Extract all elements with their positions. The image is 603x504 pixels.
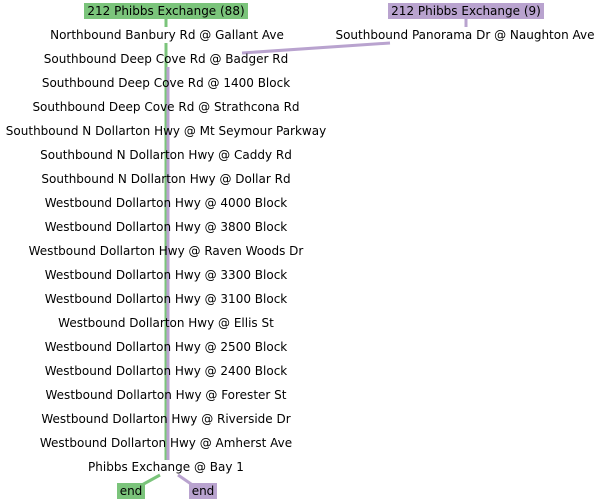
route-88-header-pill <box>84 3 248 19</box>
stop-label: Phibbs Exchange @ Bay 1 <box>88 460 244 474</box>
route-9-header: 212 Phibbs Exchange (9) <box>388 3 544 19</box>
route-9-header-label: 212 Phibbs Exchange (9) <box>391 4 541 18</box>
stop-label: Southbound Panorama Dr @ Naughton Ave <box>335 28 594 42</box>
route-9-edge-branch <box>241 41 391 55</box>
route-88-end: end <box>117 483 145 499</box>
stop-label: Southbound N Dollarton Hwy @ Caddy Rd <box>40 148 292 162</box>
stop-label: Westbound Dollarton Hwy @ Forester St <box>46 388 287 402</box>
route-9-header-pill <box>388 3 544 19</box>
route-9-end-label: end <box>192 484 215 498</box>
stop-label: Westbound Dollarton Hwy @ 2400 Block <box>45 364 288 378</box>
stop-label: Westbound Dollarton Hwy @ 3800 Block <box>45 220 288 234</box>
stop-label: Westbound Dollarton Hwy @ Raven Woods Dr <box>29 244 304 258</box>
stop-label: Westbound Dollarton Hwy @ 4000 Block <box>45 196 288 210</box>
stop-label: Southbound Deep Cove Rd @ Badger Rd <box>44 52 288 66</box>
route-88-end-label: end <box>120 484 143 498</box>
route-edges <box>139 19 468 488</box>
route-9-end-pill <box>189 483 217 499</box>
stop-label: Westbound Dollarton Hwy @ 2500 Block <box>45 340 288 354</box>
stop-label: Southbound Deep Cove Rd @ Strathcona Rd <box>32 100 299 114</box>
stop-label: Northbound Banbury Rd @ Gallant Ave <box>50 28 284 42</box>
stop-label: Southbound N Dollarton Hwy @ Mt Seymour … <box>6 124 326 138</box>
stop-label: Westbound Dollarton Hwy @ Amherst Ave <box>40 436 292 450</box>
stop-label: Westbound Dollarton Hwy @ Ellis St <box>58 316 274 330</box>
route-88-end-pill <box>117 483 145 499</box>
route-88-header-label: 212 Phibbs Exchange (88) <box>87 4 244 18</box>
route-88-header: 212 Phibbs Exchange (88) <box>84 3 248 19</box>
stop-label: Westbound Dollarton Hwy @ Riverside Dr <box>41 412 290 426</box>
route-9-end: end <box>189 483 217 499</box>
stop-label: Southbound Deep Cove Rd @ 1400 Block <box>42 76 290 90</box>
stop-labels: Northbound Banbury Rd @ Gallant Ave Sout… <box>6 28 595 474</box>
stop-label: Westbound Dollarton Hwy @ 3300 Block <box>45 268 288 282</box>
stop-label: Southbound N Dollarton Hwy @ Dollar Rd <box>41 172 290 186</box>
stop-label: Westbound Dollarton Hwy @ 3100 Block <box>45 292 288 306</box>
